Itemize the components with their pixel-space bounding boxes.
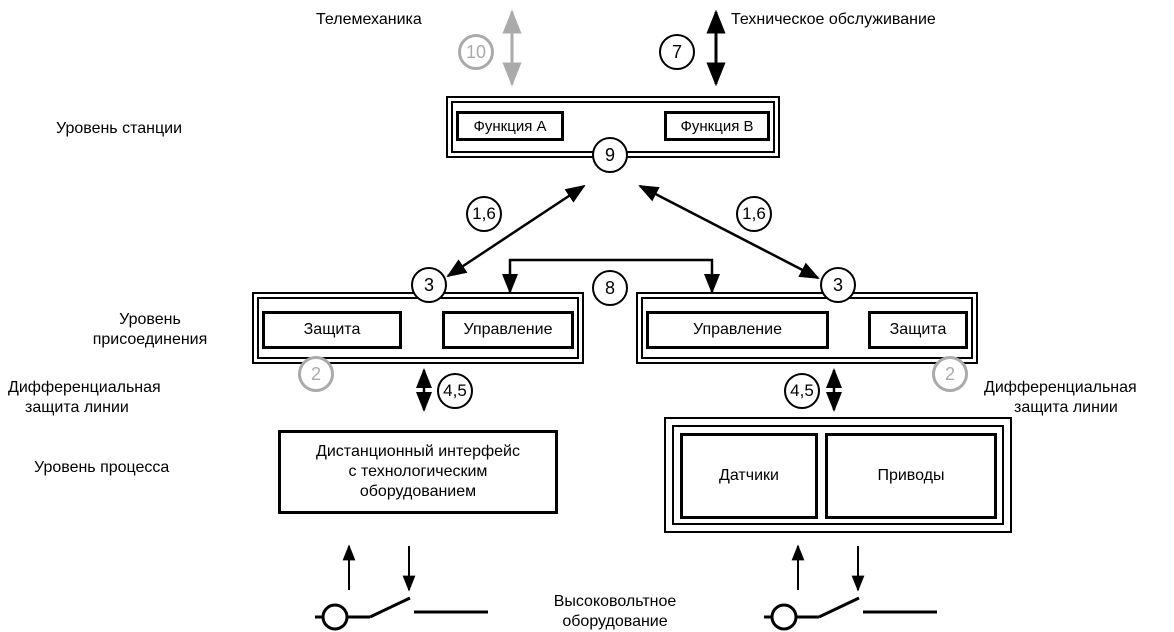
actuators-box: Приводы [825,433,997,519]
left-switch-symbol [315,596,488,631]
diff-protection-right-line1: Дифференциальная [984,379,1137,396]
bay-to-bay-arrow [502,258,720,294]
bay-level-line2: присоединения [92,331,208,348]
right-control-box: Управление [646,311,829,349]
marker-3-right: 3 [820,267,856,303]
diff-protection-left-line2: защита линии [25,399,129,416]
marker-4-5-left: 4,5 [437,373,473,409]
function-b-box: Функция В [664,111,770,141]
marker-3-left: 3 [411,267,447,303]
remote-interface-line2: с технологическим [348,463,488,480]
marker-7: 7 [659,34,695,70]
marker-4-5-right: 4,5 [784,373,820,409]
hv-equipment-line2: оборудование [562,613,668,630]
marker-9: 9 [592,137,628,173]
remote-interface-box: Дистанционный интерфейс с технологически… [278,430,558,514]
marker-1-6-right: 1,6 [736,196,772,232]
diff-protection-left-line1: Дифференциальная [8,379,161,396]
marker-2-right: 2 [932,356,968,392]
station-right-bay-arrow [638,184,820,280]
diff-protection-right-label: Дифференциальная защита линии [984,378,1137,418]
marker-8: 8 [592,270,628,306]
right-switch-symbol [764,596,937,631]
maintenance-label: Техническое обслуживание [731,11,936,28]
function-a-box: Функция А [456,111,564,141]
telemechanics-label: Телемеханика [316,11,422,28]
diff-protection-right-line2: защита линии [1014,399,1118,416]
right-protection-box: Защита [868,311,968,349]
remote-interface-line3: оборудованием [359,483,477,500]
bay-level-line1: Уровень [119,311,181,328]
hv-equipment-label: Высоковольтное оборудование [535,592,695,632]
left-control-box: Управление [442,311,574,349]
process-level-label: Уровень процесса [34,459,170,476]
sensors-box: Датчики [680,433,818,519]
remote-interface-line1: Дистанционный интерфейс [316,443,520,460]
marker-1-6-left: 1,6 [466,196,502,232]
diff-protection-left-label: Дифференциальная защита линии [8,378,161,418]
station-left-bay-arrow [446,184,586,278]
hv-equipment-line1: Высоковольтное [553,593,677,610]
marker-10: 10 [458,34,494,70]
marker-2-left: 2 [298,356,334,392]
station-level-label: Уровень станции [56,120,182,137]
bay-level-label: Уровень присоединения [80,310,220,350]
left-protection-box: Защита [262,311,402,349]
